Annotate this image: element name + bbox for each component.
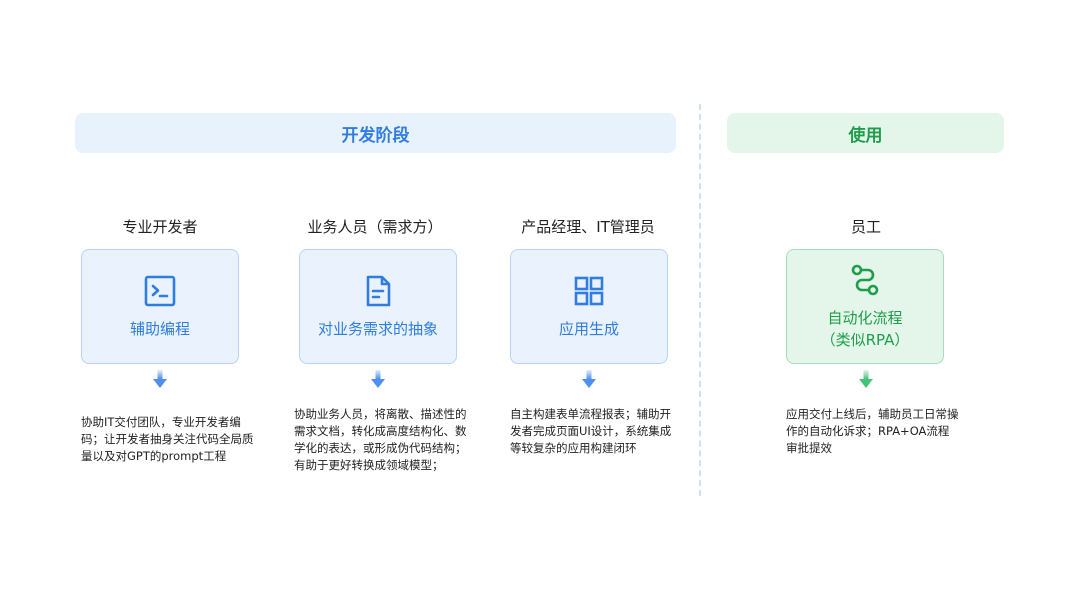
grid-icon: [574, 276, 604, 305]
phase-banner-use: 使用: [727, 113, 1004, 153]
card-requirement-abstraction: 对业务需求的抽象: [299, 249, 457, 364]
phase-title-use: 使用: [848, 125, 883, 146]
card-label: 辅助编程: [129, 319, 190, 338]
phase-divider: [699, 104, 701, 496]
arrow-down-icon: [371, 370, 385, 388]
terminal-icon: [144, 275, 176, 306]
description-product-it: 自主构建表单流程报表；辅助开发者完成页面UI设计，系统集成等较复杂的应用构建闭环: [510, 407, 672, 455]
role-title-business: 业务人员（需求方）: [307, 218, 443, 236]
description-business: 协助业务人员，将离散、描述性的需求文档，转化成高度结构化、数学化的表达，或形成伪…: [294, 407, 467, 472]
card-app-generation: 应用生成: [510, 249, 668, 364]
description-developer: 协助IT交付团队，专业开发者编码；让开发者抽身关注代码全局质量以及对GPT的pr…: [81, 415, 254, 463]
document-icon: [366, 275, 391, 306]
role-title-product-it: 产品经理、IT管理员: [521, 218, 655, 236]
card-label-line1: 自动化流程: [827, 308, 903, 327]
card-label: 对业务需求的抽象: [317, 319, 438, 338]
card-automation-flow: 自动化流程 （类似RPA）: [786, 249, 944, 364]
card-label: 应用生成: [558, 319, 619, 338]
role-title-developer: 专业开发者: [122, 218, 198, 236]
card-assisted-programming: 辅助编程: [81, 249, 239, 364]
arrow-down-icon: [859, 370, 873, 388]
arrow-down-icon: [582, 370, 596, 388]
description-employee: 应用交付上线后，辅助员工日常操作的自动化诉求；RPA+OA流程审批提效: [786, 407, 959, 455]
phase-banner-dev: 开发阶段: [75, 113, 676, 153]
card-label-line2: （类似RPA）: [820, 330, 910, 349]
phase-title-dev: 开发阶段: [341, 125, 410, 146]
role-title-employee: 员工: [850, 218, 881, 236]
flow-icon: [851, 264, 879, 295]
arrow-down-icon: [153, 370, 167, 388]
